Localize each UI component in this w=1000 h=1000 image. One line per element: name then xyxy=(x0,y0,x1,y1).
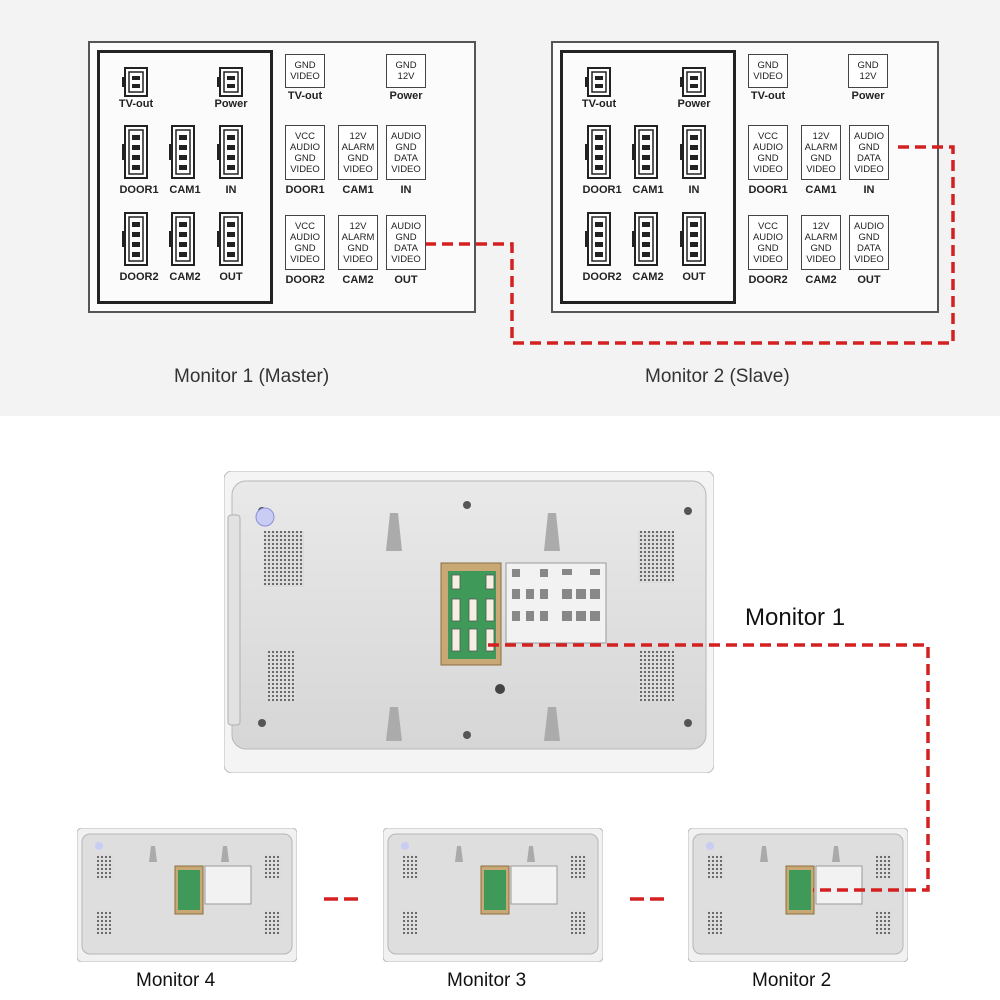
monitor2-rear-view xyxy=(688,828,908,962)
m2-port-power: Power xyxy=(677,98,711,110)
m1-port-out: OUT xyxy=(219,271,243,283)
m2-door1-label: DOOR1 xyxy=(748,184,788,196)
m2-port-door1: DOOR1 xyxy=(582,184,622,196)
m2-port-tv-out: TV-out xyxy=(581,98,617,110)
monitor3-rear-view xyxy=(383,828,603,962)
m1-port-tv-out: TV-out xyxy=(118,98,154,110)
monitor4-rear-view xyxy=(77,828,297,962)
monitor1-master-caption: Monitor 1 (Master) xyxy=(174,366,330,387)
monitor2-caption: Monitor 2 xyxy=(752,970,832,991)
m1-power-label: Power xyxy=(389,90,423,102)
m1-door1-label: DOOR1 xyxy=(285,184,325,196)
m1-out-label: OUT xyxy=(394,274,418,286)
monitor4-caption: Monitor 4 xyxy=(136,970,216,991)
monitor3-caption: Monitor 3 xyxy=(447,970,527,991)
m2-cam2-label: CAM2 xyxy=(805,274,837,286)
m1-door2-label: DOOR2 xyxy=(285,274,325,286)
monitor2-connector-block xyxy=(560,50,736,304)
red-wire-monitor1-to-monitor2 xyxy=(488,643,930,892)
m1-port-in: IN xyxy=(225,184,237,196)
monitor1-connector-block xyxy=(97,50,273,304)
m1-port-power: Power xyxy=(214,98,248,110)
m1-port-cam2: CAM2 xyxy=(169,271,201,283)
m2-port-in: IN xyxy=(688,184,700,196)
m1-cam2-label: CAM2 xyxy=(342,274,374,286)
monitor1-rear-view xyxy=(224,471,714,773)
m2-port-out: OUT xyxy=(682,271,706,283)
m2-tv-out-label: TV-out xyxy=(750,90,786,102)
red-wire-out-to-in xyxy=(425,145,955,345)
chain-wires xyxy=(324,643,930,901)
m2-port-door2: DOOR2 xyxy=(582,271,622,283)
m1-tv-out-label: TV-out xyxy=(287,90,323,102)
m1-port-door2: DOOR2 xyxy=(119,271,159,283)
m2-door2-label: DOOR2 xyxy=(748,274,788,286)
m1-port-door1: DOOR1 xyxy=(119,184,159,196)
m2-cam1-label: CAM1 xyxy=(805,184,837,196)
m2-power-label: Power xyxy=(851,90,885,102)
m2-port-cam2: CAM2 xyxy=(632,271,664,283)
m2-in-label: IN xyxy=(863,184,875,196)
m2-port-cam1: CAM1 xyxy=(632,184,664,196)
connector-icons xyxy=(121,67,955,345)
m1-port-cam1: CAM1 xyxy=(169,184,201,196)
m1-in-label: IN xyxy=(400,184,412,196)
m1-cam1-label: CAM1 xyxy=(342,184,374,196)
monitor2-slave-caption: Monitor 2 (Slave) xyxy=(645,366,790,387)
m2-out-label: OUT xyxy=(857,274,881,286)
monitor1-caption: Monitor 1 xyxy=(745,604,846,631)
